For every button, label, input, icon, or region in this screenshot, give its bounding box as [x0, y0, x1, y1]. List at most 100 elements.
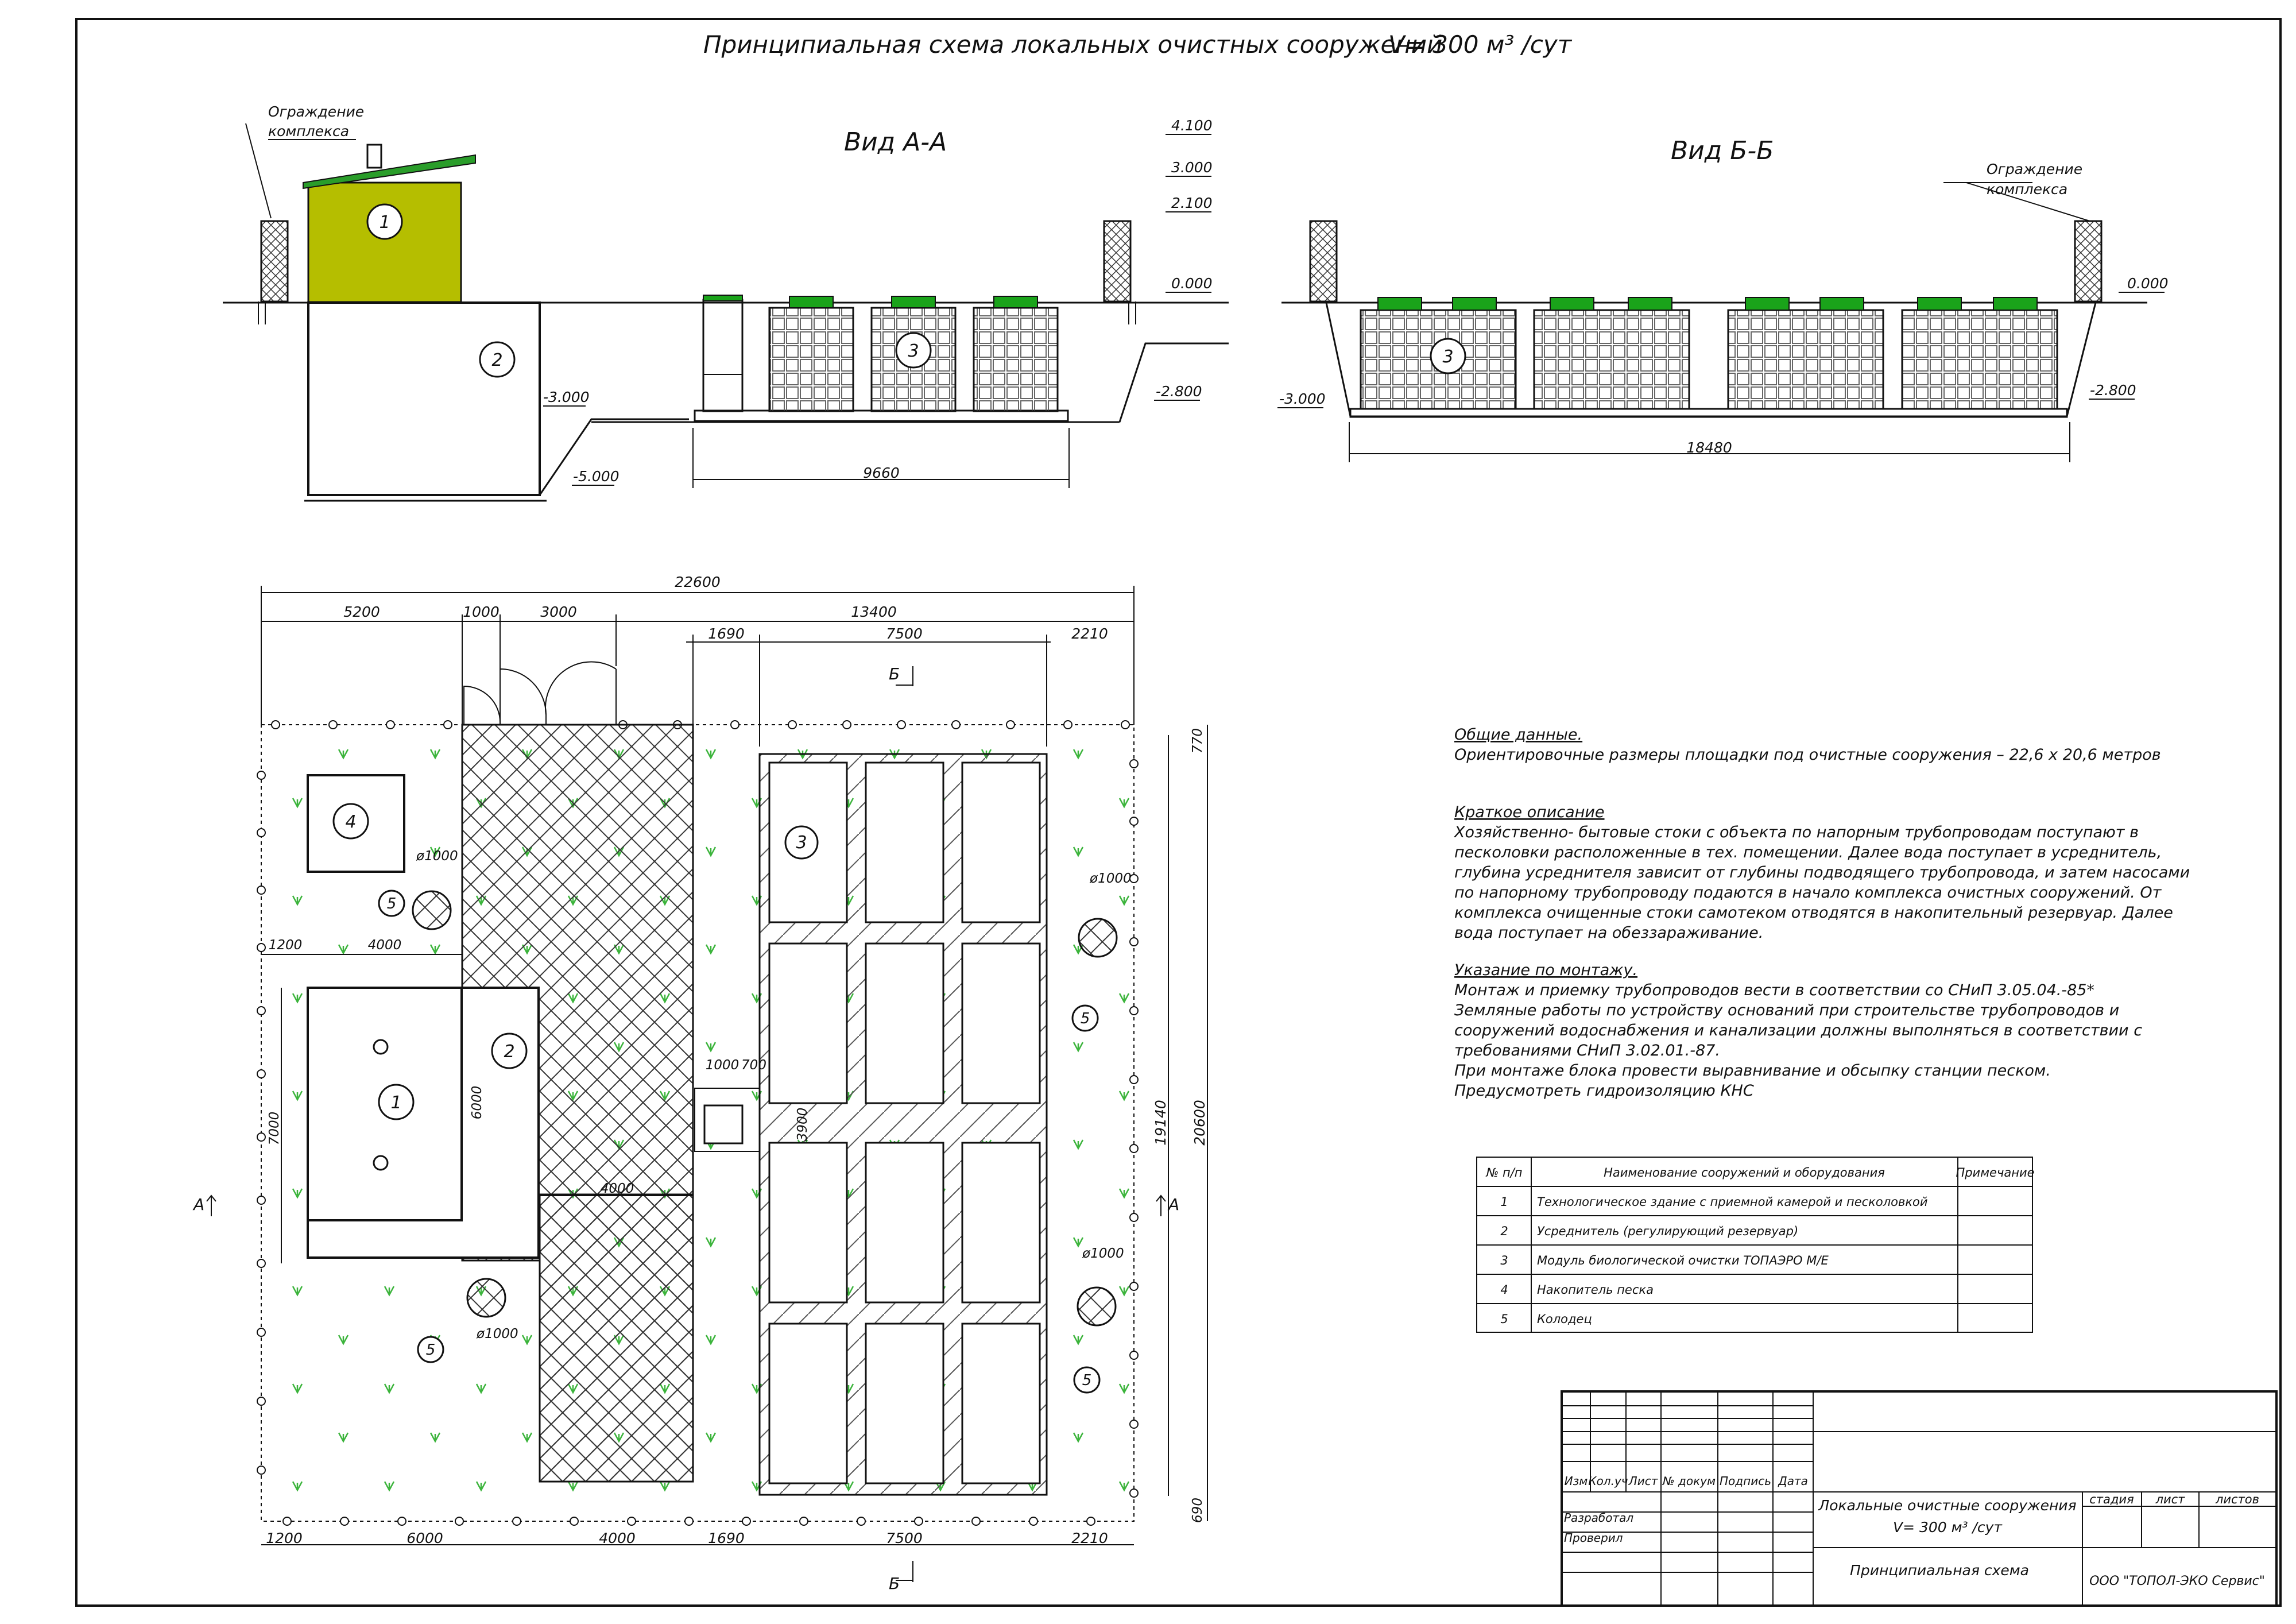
dim-bottom-2210: 2210: [1071, 1530, 1108, 1546]
dim-9660: 9660: [863, 465, 900, 481]
dim-3000: 3000: [540, 604, 577, 620]
dim-7000: 7000: [267, 1112, 282, 1146]
marker-3-view-a: 3: [908, 341, 919, 361]
bio-modules-plan: [768, 761, 1041, 1484]
dim-1000: 1000: [463, 604, 500, 620]
fence-label-b-line1: Ограждение: [1987, 161, 2082, 177]
fence-posts: [257, 720, 1139, 1526]
dim-top-1690: 1690: [708, 625, 745, 642]
bio-module-a1: [768, 307, 854, 412]
well-dia-c: ø1000: [1089, 871, 1132, 886]
mount-heading: Указание по монтажу.: [1454, 961, 1637, 979]
level-0000-b: 0.000: [2127, 275, 2169, 292]
legend-row-2-n: 2: [1500, 1224, 1508, 1238]
desc-line-5: комплекса очищенные стоки самотеком отво…: [1454, 904, 2173, 922]
dim-bottom-4000: 4000: [599, 1530, 636, 1546]
well-dia-a: ø1000: [416, 849, 458, 864]
dim-bottom-7500: 7500: [886, 1530, 923, 1546]
tb-razrabotal: Разработал: [1564, 1511, 1633, 1525]
inlet-chamber-plan: [703, 1104, 744, 1144]
marker-1-plan: 1: [390, 1093, 401, 1113]
bio-module-b2: [1533, 309, 1690, 410]
marker-2-plan: 2: [504, 1042, 514, 1062]
well-dia-b: ø1000: [476, 1327, 518, 1341]
tb-listov: листов: [2215, 1492, 2259, 1506]
tb-proveril: Проверил: [1564, 1531, 1623, 1545]
tb-stadia: стадия: [2089, 1492, 2134, 1506]
view-a-title: Вид А-А: [844, 127, 947, 157]
mount-line-3: сооружений водоснабжения и канализации д…: [1454, 1022, 2142, 1039]
legend-row-4-name: Накопитель песка: [1537, 1283, 1654, 1297]
building-roof: [303, 154, 476, 190]
dim-inner-700: 700: [741, 1058, 766, 1073]
legend-row-5-n: 5: [1500, 1312, 1508, 1326]
fence-post-b-right: [2074, 220, 2103, 303]
fence-label-line1: Ограждение: [268, 103, 364, 120]
level-minus-2800-a: -2.800: [1156, 383, 1202, 400]
dim-19140: 19140: [1152, 1100, 1169, 1146]
level-4100: 4.100: [1171, 117, 1213, 134]
site-fence: [261, 724, 1135, 1522]
inlet-chamber: [702, 299, 744, 412]
site-plan: 3 4 1 2 5 ø1000 5 ø1000 5 ø10: [192, 574, 1208, 1593]
desc-line-3: глубина усреднителя зависит от глубины п…: [1454, 864, 2190, 881]
mount-line-5: При монтаже блока провести выравнивание …: [1454, 1062, 2051, 1080]
drawing-title-formula: V= 300 м³ /сут: [1388, 30, 1573, 59]
dim-13400: 13400: [851, 604, 897, 620]
marker-5-plan-c: 5: [1081, 1010, 1090, 1027]
fence-label-b-line2: комплекса: [1987, 181, 2067, 198]
level-0000-a: 0.000: [1171, 275, 1213, 292]
dim-bottom-1690: 1690: [708, 1530, 745, 1546]
level-minus-5000-a: -5.000: [573, 468, 620, 485]
mount-line-2: Земляные работы по устройству оснований …: [1454, 1002, 2119, 1019]
view-b-title: Вид Б-Б: [1671, 136, 1774, 165]
dim-road-4000: 4000: [601, 1181, 634, 1196]
dim-5200: 5200: [343, 604, 380, 620]
legend-row-1-name: Технологическое здание с приемной камеро…: [1537, 1195, 1928, 1209]
desc-line-4: по напорному трубопроводу подаются в нач…: [1454, 884, 2162, 902]
marker-3-view-b: 3: [1442, 347, 1453, 367]
legend-header-n: № п/п: [1485, 1166, 1522, 1180]
marker-3-plan: 3: [796, 833, 807, 853]
tb-project-line2: V= 300 м³ /сут: [1893, 1519, 2003, 1536]
drawing-title: Принципиальная схема локальных очистных …: [703, 30, 1442, 59]
marker-5-plan-b: 5: [426, 1341, 436, 1359]
dim-22600: 22600: [675, 574, 721, 590]
fence-post-right: [1103, 220, 1132, 303]
tb-col-data: Дата: [1778, 1474, 1808, 1488]
building-1: [307, 181, 462, 303]
tank-2-section: [307, 301, 541, 496]
tb-col-izm: Изм: [1565, 1474, 1588, 1488]
tb-col-koluch: Кол.уч: [1588, 1474, 1628, 1488]
marker-2-view-a: 2: [491, 350, 502, 370]
title-block: Изм Кол.уч Лист № докум Подпись Дата Раз…: [1561, 1390, 2278, 1607]
tb-company: ООО "ТОПОЛ-ЭКО Сервис": [2089, 1574, 2265, 1588]
legend-row-1-n: 1: [1500, 1195, 1508, 1209]
fence-post: [260, 220, 289, 303]
view-b-b: Вид Б-Б Ограждение комплекса 3 18480 0.0…: [1277, 136, 2169, 462]
dim-18480: 18480: [1686, 439, 1732, 456]
legend-row-2-name: Усреднитель (регулирующий резервуар): [1537, 1224, 1798, 1238]
desc-line-2: песколовки расположенные в тех. помещени…: [1454, 844, 2162, 861]
dim-20600: 20600: [1191, 1100, 1208, 1146]
legend-row-3-n: 3: [1500, 1254, 1508, 1267]
fence-leader: [245, 123, 272, 219]
tb-col-ndok: № докум: [1662, 1474, 1716, 1488]
dim-bottom-1200: 1200: [266, 1530, 303, 1546]
marker-4-plan: 4: [345, 812, 356, 832]
general-heading: Общие данные.: [1454, 726, 1582, 744]
section-a-left: А: [192, 1195, 204, 1214]
legend-row-4-n: 4: [1500, 1283, 1508, 1297]
dim-3900: 3900: [795, 1108, 810, 1142]
desc-line-1: Хозяйственно- бытовые стоки с объекта по…: [1453, 823, 2139, 841]
tb-sheet-title: Принципиальная схема: [1850, 1562, 2029, 1579]
mount-line-6: Предусмотреть гидроизоляцию КНС: [1454, 1082, 1754, 1100]
mount-line-1: Монтаж и приемку трубопроводов вести в с…: [1454, 981, 2094, 999]
mount-line-4: требованиями СНиП 3.02.01.-87.: [1454, 1042, 1720, 1060]
dim-inner-1200: 1200: [269, 938, 303, 953]
wells: 5 ø1000 5 ø1000 5 ø1000 5 ø1000: [378, 849, 1132, 1394]
bio-module-a3: [973, 307, 1059, 412]
legend-table: № п/п Наименование сооружений и оборудов…: [1476, 1157, 2035, 1333]
section-b-bottom: Б: [889, 1574, 900, 1593]
